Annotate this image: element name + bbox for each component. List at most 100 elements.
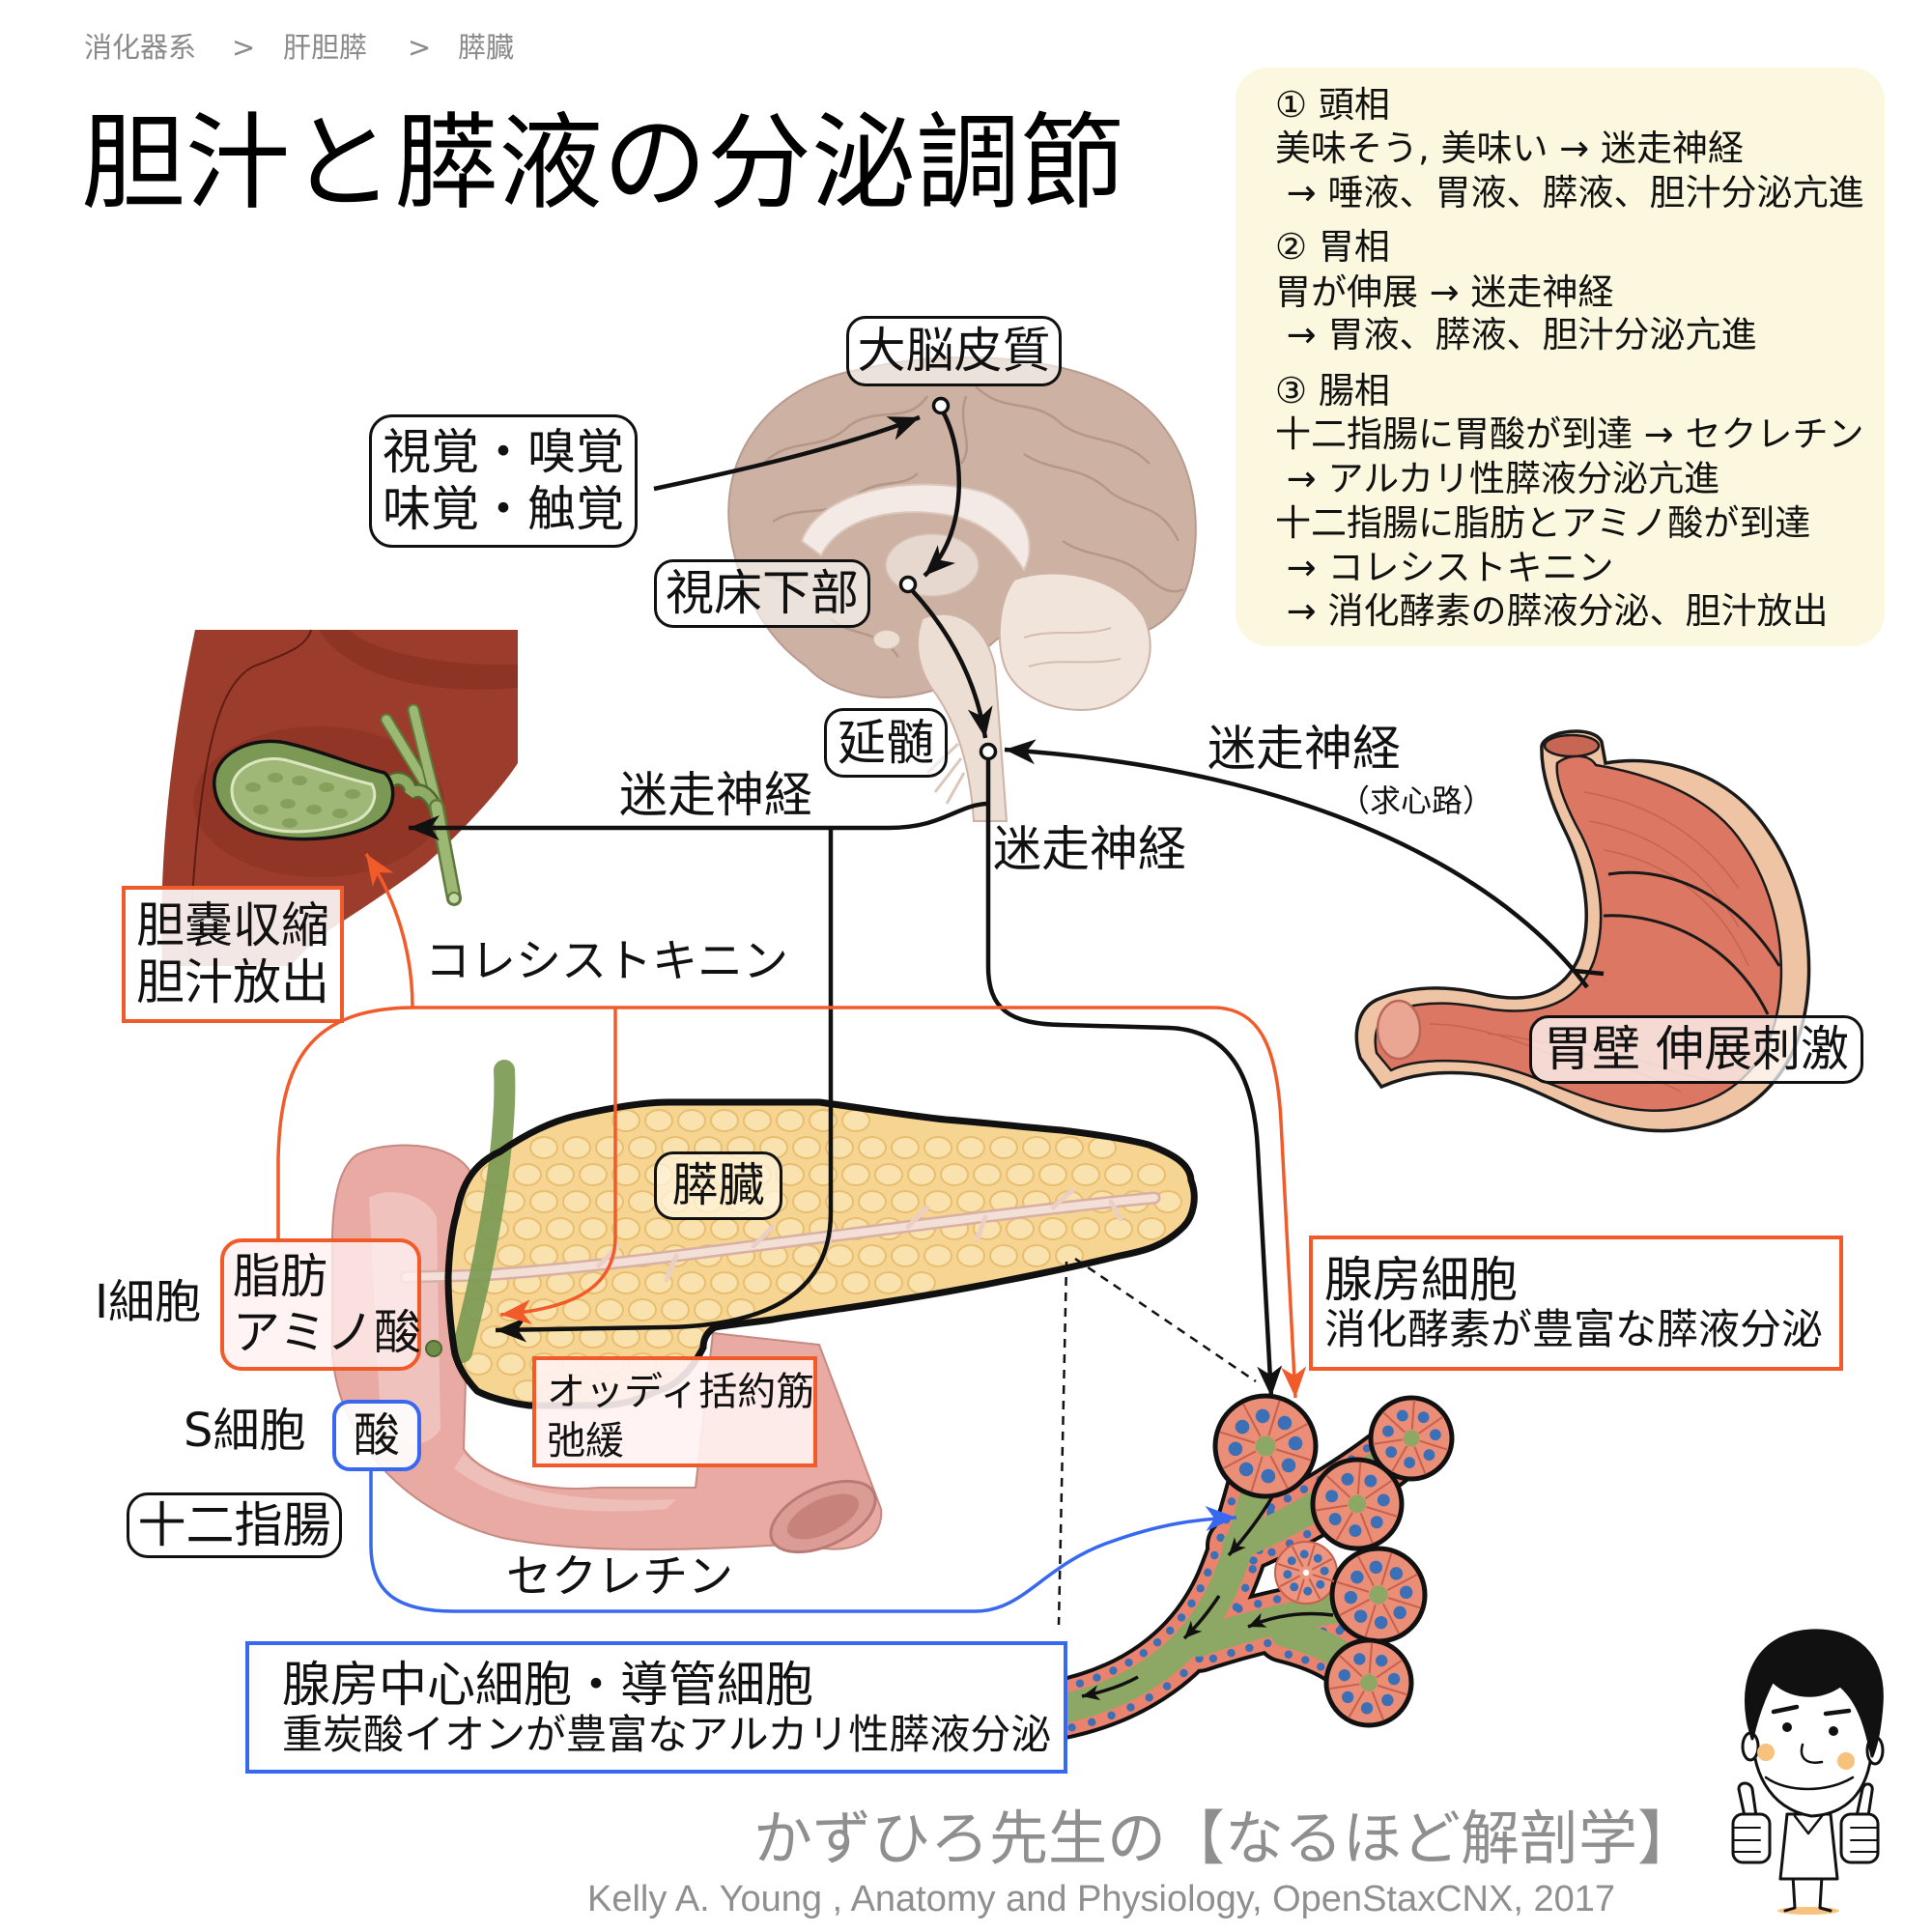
acinar-cell-border [1315,1504,1349,1512]
footer-brand: かずひろ先生の【なるほど解剖学】 [753,1804,1697,1873]
duct-cell-nucleus [1235,1605,1243,1613]
pancreas-lobule [1071,1217,1100,1240]
acinar-cell-border [1413,1446,1427,1475]
cck-to-oddi-arrow [499,1008,617,1317]
pancreas-lobule [497,1352,526,1376]
pancreas-lobule [513,1163,542,1186]
magnification-guides [1057,1257,1257,1626]
gyrus-line [772,472,919,524]
breadcrumb-item-pancreas[interactable]: 膵臓 [458,31,515,64]
duct-cell-nucleus [1317,1662,1325,1671]
duct-cell-nucleus [1107,1711,1116,1720]
acinar-cell-nucleus [1299,1549,1309,1559]
striation [1603,849,1749,967]
acinar-cell-nucleus [1349,1524,1362,1537]
duct-cell-nucleus [1075,1679,1085,1688]
duct-cell-nucleus [1067,1723,1076,1732]
pancreas-lobule [611,1217,640,1240]
acinus-lumen [1255,1435,1276,1457]
pancreatic-duct [402,1194,1158,1281]
duct-cell-nucleus [1267,1548,1276,1557]
duct-cell-nucleus [1301,1656,1310,1664]
label-i-cell-stimuli: 脂肪 アミノ酸 [220,1238,421,1371]
muscle-layer-boundary [1607,870,1781,967]
bile-duct-in-pancreas [451,1060,516,1363]
label-vagus-to-gallbladder: 迷走神経 [619,767,812,823]
pancreas-lobule [611,1109,640,1132]
acinar-cell-border [1419,1439,1449,1451]
duct-cell-nucleus [1227,1497,1236,1506]
duct-cell-nucleus [1162,1682,1172,1690]
acinar-cell-nucleus [1417,1411,1430,1424]
pancreas-lobule [956,1136,985,1159]
acinar-cell-nucleus [1381,1693,1394,1707]
acinar-cell-nucleus [1288,1435,1303,1451]
breadcrumb-item-hepatobiliary[interactable]: 肝胆膵 [283,31,368,64]
label-i-cell: I細胞 [95,1275,202,1329]
neural-nodes [898,396,998,761]
label-gallbladder-contraction: 胆嚢収縮 [136,897,329,953]
label-vagus-afferent: 迷走神経 [1208,721,1401,777]
duct-cell-nucleus [1216,1533,1225,1542]
pancreas-lobule [858,1190,887,1213]
vagus-to-gallbladder-arrow-head [409,815,440,840]
label-duct-cells-description: 重炭酸イオンが豊富なアルカリ性膵液分泌 [282,1710,1052,1758]
mascot-left-eyebrow [1771,1704,1800,1715]
duct-cell-nucleus [1208,1654,1218,1663]
acinar-cell-nucleus [1389,1567,1404,1580]
phase-heading-gastric: ② 胃相 [1275,226,1390,268]
breadcrumb-separator: > [232,31,256,64]
acinus-cells [1315,1462,1399,1545]
common-bile-duct-fill [431,801,460,904]
phase-line: → アルカリ性膵液分泌亢進 [1275,458,1720,499]
label-stomach-stretch: 胃壁 伸展刺激 [1529,1015,1863,1084]
mascot-right-fist [1839,1812,1880,1864]
acinar-cell-border [1274,1423,1309,1442]
label-acinar-cells-title: 腺房細胞 [1324,1251,1518,1308]
label-s-cell: S細胞 [184,1404,306,1458]
pituitary [872,629,901,650]
label-senses-line: 味覚・触覚 [383,481,624,537]
acinar-cell-nucleus [1374,1615,1388,1630]
duct-cell-nucleus [1177,1613,1186,1622]
acinar-cell-nucleus [1376,1654,1388,1667]
vagus-to-gallbladder-arrow [409,801,987,831]
label-acinar-cells: 腺房細胞 消化酵素が豊富な膵液分泌 [1309,1236,1843,1371]
acinar-cell-border [1368,1642,1374,1674]
acinar-cell-border [1366,1506,1399,1518]
acinar-cell-nucleus [1320,1566,1329,1576]
acinus-cells [1277,1544,1335,1602]
acinus-cells [1219,1400,1312,1492]
pancreas-lobule [579,1163,608,1186]
duct-cell-nucleus [1152,1638,1162,1647]
label-gallbladder-response: 胆嚢収縮 胆汁放出 [122,886,344,1023]
duct-cell-nucleus [1204,1568,1212,1577]
right-hepatic-duct-fill [382,715,437,799]
acinar-cell-nucleus [1350,1570,1364,1584]
duct-cell-nucleus [1179,1668,1188,1678]
label-sphincter-of-oddi: オッディ括約筋 弛緩 [532,1356,817,1467]
acinar-cell-border [1339,1599,1371,1617]
duct-cell-nucleus [1245,1643,1254,1653]
sensory-input-arrow-head [886,416,920,440]
gyrus-line [959,395,969,465]
acinar-cell-nucleus [1290,1582,1299,1592]
pancreas-lobule [644,1217,673,1240]
acinar-cell-nucleus [1382,1425,1394,1437]
acinar-cell-border [1291,1546,1304,1568]
breadcrumb-item-digestive-system[interactable]: 消化器系 [84,31,197,64]
acinar-cell-border [1376,1659,1404,1679]
mascot-right-leg [1818,1874,1833,1913]
acinar-cell-nucleus [1341,1472,1354,1486]
acinar-cell-nucleus [1385,1446,1398,1459]
label-senses-line: 視覚・嗅覚 [383,424,624,480]
acinar-cell-nucleus [1328,1513,1342,1525]
acinar-cell-nucleus [1396,1409,1408,1422]
label-pancreas: 膵臓 [654,1151,782,1220]
label-duodenum: 十二指腸 [127,1492,342,1558]
acinar-cell-nucleus [1353,1609,1368,1623]
pancreas-lobule [891,1190,920,1213]
mucosa-fold [268,773,283,782]
mascot-right-eye [1829,1726,1838,1736]
acinar-cell-nucleus [1313,1553,1322,1563]
